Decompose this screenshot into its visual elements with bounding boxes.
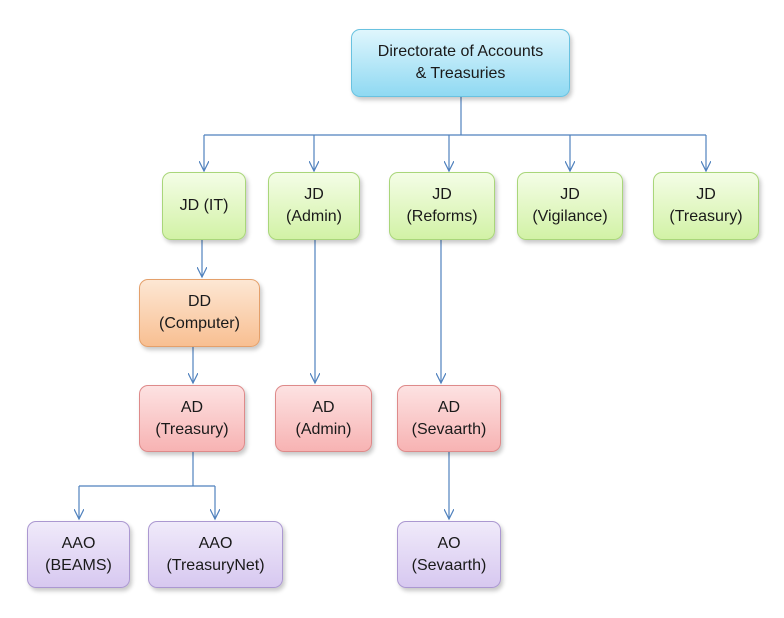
- node-jd-it: JD (IT): [162, 172, 246, 240]
- node-jd-reforms-line1: JD: [432, 186, 452, 203]
- node-jd-it-line1: JD (IT): [179, 197, 229, 214]
- node-jd-admin-line1: JD: [304, 186, 324, 203]
- node-jd-reforms: JD (Reforms): [389, 172, 495, 240]
- node-ad-treasury: AD (Treasury): [139, 385, 245, 452]
- node-aao-beams: AAO (BEAMS): [27, 521, 130, 588]
- node-aao-treasurynet-line1: AAO: [198, 534, 233, 552]
- node-ad-treasury-line1: AD: [180, 398, 204, 416]
- node-aao-treasurynet-line2: (TreasuryNet): [166, 556, 265, 574]
- node-directorate-line2: & Treasuries: [415, 65, 506, 82]
- node-dd-computer: DD (Computer): [139, 279, 260, 347]
- node-ao-sevaarth-line2: (Sevaarth): [411, 556, 487, 574]
- node-jd-admin-line2: (Admin): [285, 208, 342, 225]
- node-ad-sevaarth-line1: AD: [437, 398, 461, 416]
- node-jd-treasury-line1: JD: [696, 186, 716, 203]
- node-dd-computer-line2: (Computer): [159, 315, 240, 332]
- node-ad-admin-line2: (Admin): [295, 420, 352, 438]
- node-ad-admin: AD (Admin): [275, 385, 372, 452]
- node-aao-treasurynet: AAO (TreasuryNet): [148, 521, 283, 588]
- node-aao-beams-line1: AAO: [61, 534, 96, 552]
- node-jd-reforms-line2: (Reforms): [406, 208, 478, 225]
- node-ad-sevaarth-line2: (Sevaarth): [411, 420, 487, 438]
- node-ad-admin-line1: AD: [312, 398, 335, 416]
- node-jd-treasury-line2: (Treasury): [669, 208, 743, 225]
- node-directorate: Directorate of Accounts & Treasuries: [351, 29, 570, 97]
- node-jd-vigilance: JD (Vigilance): [517, 172, 623, 240]
- node-ad-treasury-line2: (Treasury): [155, 420, 229, 438]
- node-aao-beams-line2: (BEAMS): [45, 556, 112, 574]
- node-dd-computer-line1: DD: [187, 293, 212, 310]
- node-ad-sevaarth: AD (Sevaarth): [397, 385, 501, 452]
- node-jd-vigilance-line2: (Vigilance): [532, 208, 608, 225]
- node-ao-sevaarth-line1: AO: [437, 534, 461, 552]
- node-jd-vigilance-line1: JD: [560, 186, 580, 203]
- node-ao-sevaarth: AO (Sevaarth): [397, 521, 501, 588]
- node-jd-treasury: JD (Treasury): [653, 172, 759, 240]
- node-jd-admin: JD (Admin): [268, 172, 360, 240]
- node-directorate-line1: Directorate of Accounts: [377, 43, 544, 60]
